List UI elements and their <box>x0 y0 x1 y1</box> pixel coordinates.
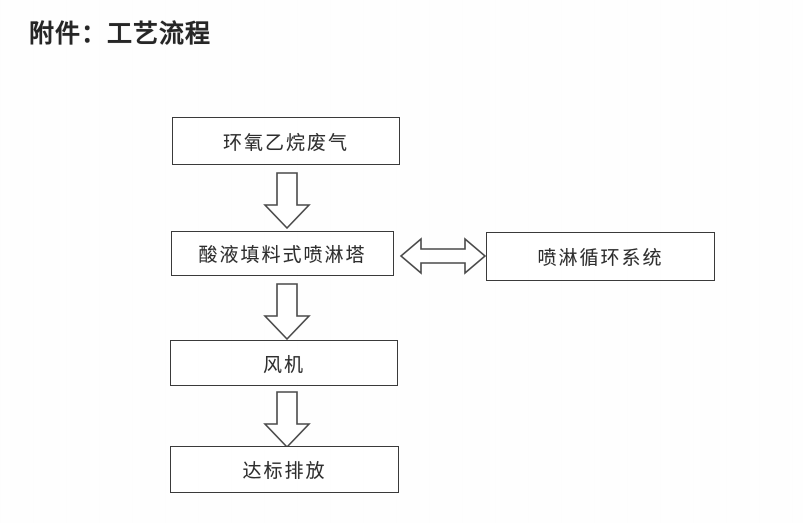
flow-node-feed: 环氧乙烷废气 <box>172 117 400 165</box>
flow-node-feed-label: 环氧乙烷废气 <box>222 131 349 154</box>
flow-node-compliant-discharge-label: 达标排放 <box>242 460 327 482</box>
flow-node-spray-recycle-system-label: 喷淋循环系统 <box>537 247 664 269</box>
flow-node-spray-tower: 酸液填料式喷淋塔 <box>171 231 394 276</box>
flow-node-fan: 风机 <box>170 340 398 386</box>
arrow-bidirectional-icon-tower-recycle <box>399 234 487 278</box>
flow-node-compliant-discharge: 达标排放 <box>170 446 399 493</box>
page-title: 附件：工艺流程 <box>29 19 212 48</box>
arrow-down-icon-tower-to-fan <box>263 283 311 341</box>
flow-node-spray-recycle-system: 喷淋循环系统 <box>486 232 715 281</box>
arrow-down-icon-feed-to-tower <box>263 172 311 230</box>
flow-node-spray-tower-label: 酸液填料式喷淋塔 <box>198 244 367 266</box>
arrow-down-icon-fan-to-discharge <box>263 391 311 449</box>
flow-node-fan-label: 风机 <box>262 353 305 376</box>
